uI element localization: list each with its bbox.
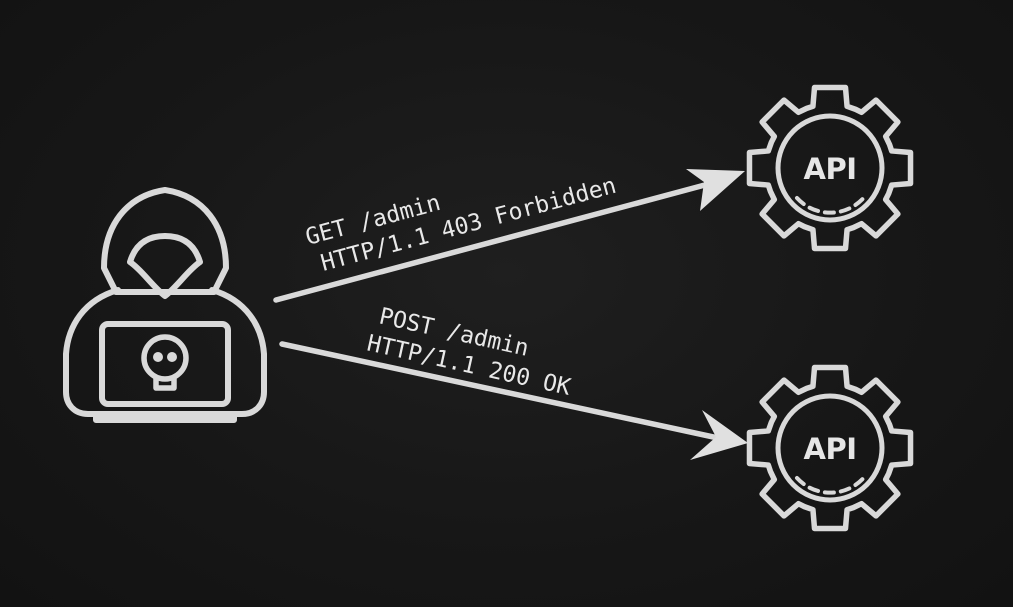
arrowhead-icon — [686, 169, 745, 211]
request-arrow-post — [279, 341, 748, 460]
request-label-get: GET /admin HTTP/1.1 403 Forbidden — [303, 173, 619, 277]
api-endpoint-bottom: API — [746, 364, 914, 532]
gear-icon — [746, 84, 914, 252]
api-label: API — [804, 432, 857, 466]
gear-icon — [746, 364, 914, 532]
request-arrow-get — [273, 169, 745, 303]
hacker-icon — [63, 187, 267, 423]
api-endpoint-top: API — [746, 84, 914, 252]
api-label: API — [804, 152, 857, 186]
arrowhead-icon — [690, 410, 748, 460]
